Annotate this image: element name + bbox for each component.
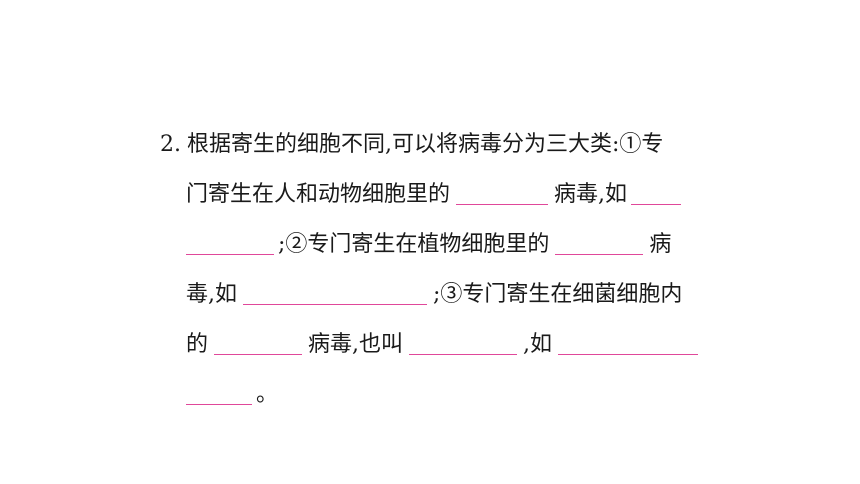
question-text: ;②专门寄生在植物细胞里的 (278, 232, 550, 257)
question-text: ;③专门寄生在细菌细胞内 (433, 282, 683, 307)
answer-blank-3[interactable] (555, 228, 644, 255)
question-text: 的 (186, 332, 209, 357)
question-line-6: 。 (186, 370, 278, 420)
answer-blank-2[interactable] (631, 178, 682, 205)
question-text: ,如 (523, 332, 553, 357)
question-text: 病 (649, 232, 672, 257)
question-text: 病毒,如 (554, 182, 628, 207)
answer-blank-7[interactable] (558, 328, 699, 355)
question-text: 门寄生在人和动物细胞里的 (186, 182, 451, 207)
answer-blank-5[interactable] (214, 328, 303, 355)
question-number: 2. (160, 132, 181, 157)
question-line-4: 毒,如 ;③专门寄生在细菌细胞内 (186, 270, 682, 320)
question-text: 病毒,也叫 (308, 332, 404, 357)
question-line-5: 的 病毒,也叫 ,如 (186, 320, 699, 370)
answer-blank-7-continued[interactable] (186, 378, 252, 405)
question-text: 。 (256, 382, 279, 407)
question-line-2: 门寄生在人和动物细胞里的 病毒,如 (186, 170, 682, 220)
question-line-1: 2.根据寄生的细胞不同,可以将病毒分为三大类:①专 (160, 120, 663, 170)
question-line-3: ;②专门寄生在植物细胞里的 病 (186, 220, 671, 270)
answer-blank-1[interactable] (456, 178, 549, 205)
question-text: 毒,如 (186, 282, 237, 307)
answer-blank-6[interactable] (409, 328, 518, 355)
answer-blank-4[interactable] (243, 278, 427, 305)
answer-blank-2-continued[interactable] (186, 228, 274, 255)
question-text: 根据寄生的细胞不同,可以将病毒分为三大类:①专 (187, 132, 664, 157)
